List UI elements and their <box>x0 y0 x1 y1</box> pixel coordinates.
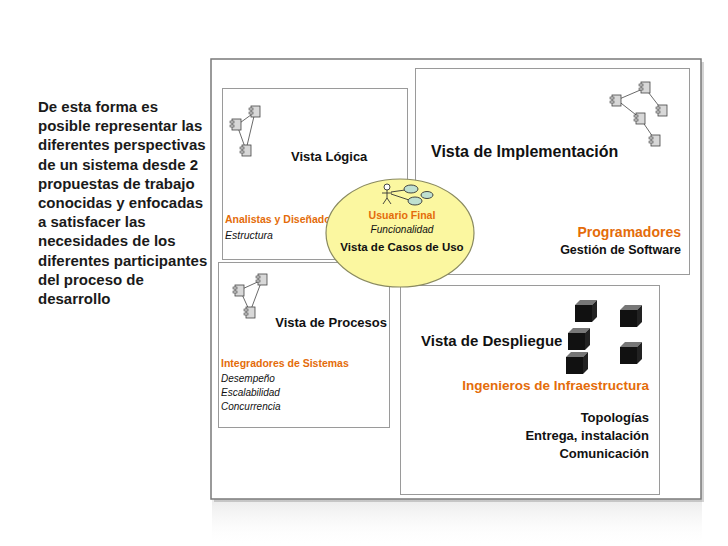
view-title: Vista de Despliegue <box>421 332 562 349</box>
view-title: Vista de Procesos <box>275 315 387 330</box>
panel-fill <box>400 285 660 495</box>
concern-label: Funcionalidad <box>327 224 477 235</box>
role-label: Programadores <box>578 224 681 240</box>
concern-label: Comunicación <box>559 446 649 461</box>
concern-label: Estructura <box>225 229 273 241</box>
reflection <box>212 500 702 546</box>
node-cubes <box>566 300 642 374</box>
view-panel: Vista de DespliegueIngenieros de Infraes… <box>400 285 660 495</box>
role-label: Usuario Final <box>327 209 477 221</box>
concern-label: Concurrencia <box>221 401 280 412</box>
view-title: Vista de Casos de Uso <box>327 241 477 253</box>
use-case-ellipse: Usuario FinalFuncionalidadVista de Casos… <box>325 178 475 288</box>
concern-label: Topologías <box>581 410 649 425</box>
view-title: Vista de Implementación <box>431 143 618 161</box>
component-icons <box>230 82 667 318</box>
concern-label: Gestión de Software <box>560 243 681 257</box>
view-panel: Vista de ProcesosIntegradores de Sistema… <box>218 262 390 428</box>
slide-frame <box>211 59 701 499</box>
role-label: Integradores de Sistemas <box>221 357 349 369</box>
intro-paragraph: De esta forma es posible representar las… <box>38 97 212 308</box>
concern-label: Escalabilidad <box>221 387 280 398</box>
panel-fill <box>218 262 390 428</box>
concern-label: Entrega, instalación <box>525 428 649 443</box>
concern-label: Desempeño <box>221 373 275 384</box>
role-label: Ingenieros de Infraestructura <box>462 378 649 393</box>
view-title: Vista Lógica <box>291 149 367 164</box>
